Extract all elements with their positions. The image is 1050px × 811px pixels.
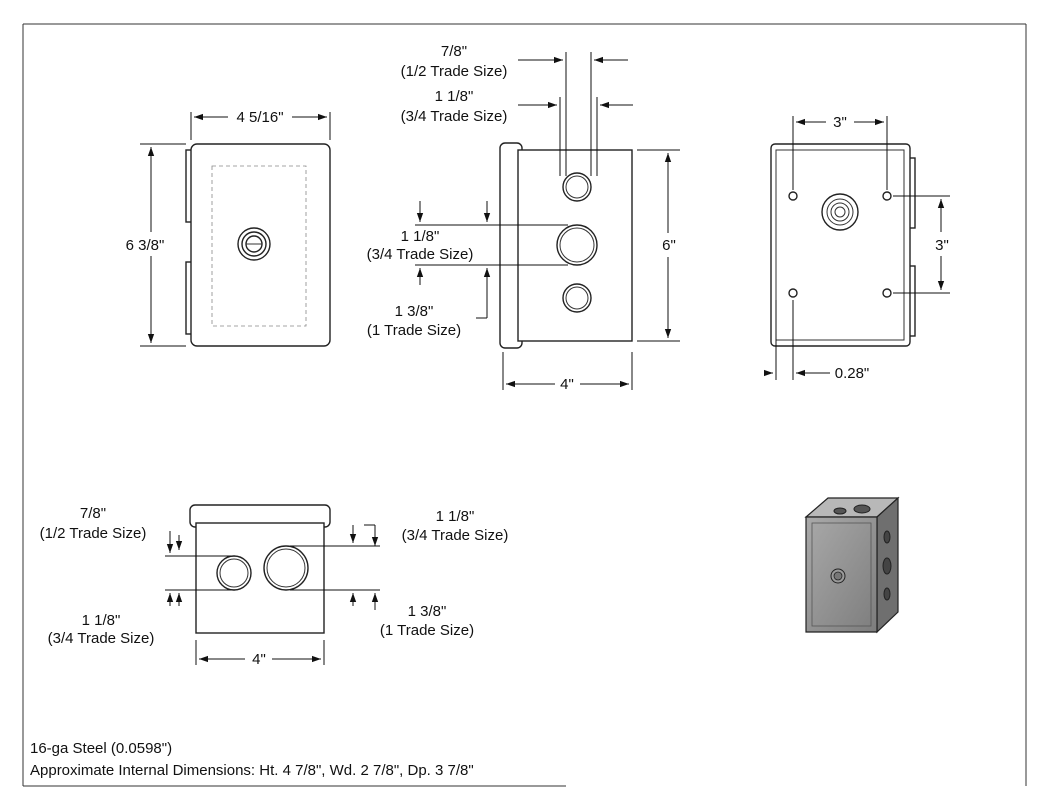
bottom-ko-small-trade: (1/2 Trade Size): [40, 525, 147, 542]
side-ko-mid-size: 1 1/8": [401, 228, 440, 245]
side-height-dimension: 6": [662, 237, 676, 254]
material-note: 16-ga Steel (0.0598"): [30, 740, 172, 757]
bottom-ko-right-low-trade: (1 Trade Size): [380, 622, 474, 639]
side-ko-large-trade: (3/4 Trade Size): [401, 108, 508, 125]
back-view: 3" 3" 0.28": [764, 114, 950, 382]
front-view: 4 5/16" 6 3/8": [126, 109, 331, 347]
back-hole-spacing-vertical: 3": [935, 237, 949, 254]
side-ko-small-size: 7/8": [441, 43, 467, 60]
side-view: 7/8" (1/2 Trade Size) 1 1/8" (3/4 Trade …: [367, 43, 680, 393]
bottom-ko-left-low-trade: (3/4 Trade Size): [48, 630, 155, 647]
bottom-view: 7/8" (1/2 Trade Size) 1 1/8" (3/4 Trade …: [40, 504, 509, 668]
side-ko-low-trade: (1 Trade Size): [367, 322, 461, 339]
bottom-ko-left-low-size: 1 1/8": [82, 612, 121, 629]
side-ko-low-size: 1 3/8": [395, 303, 434, 320]
back-hole-spacing-horizontal: 3": [833, 114, 847, 131]
internal-dimensions-note: Approximate Internal Dimensions: Ht. 4 7…: [30, 762, 474, 779]
side-ko-small-trade: (1/2 Trade Size): [401, 63, 508, 80]
mounting-holes: [788, 191, 892, 298]
bottom-ko-large-size: 1 1/8": [436, 508, 475, 525]
front-width-dimension: 4 5/16": [236, 109, 283, 126]
back-offset-dimension: 0.28": [835, 365, 870, 382]
side-ko-large-size: 1 1/8": [435, 88, 474, 105]
side-ko-mid-trade: (3/4 Trade Size): [367, 246, 474, 263]
bottom-ko-large-trade: (3/4 Trade Size): [402, 527, 509, 544]
bottom-ko-small-size: 7/8": [80, 505, 106, 522]
bottom-ko-right-low-size: 1 3/8": [408, 603, 447, 620]
isometric-view: [804, 496, 900, 634]
bottom-width-dimension: 4": [252, 651, 266, 668]
drawing-frame: [22, 23, 1027, 787]
front-height-dimension: 6 3/8": [126, 237, 165, 254]
side-depth-dimension: 4": [560, 376, 574, 393]
